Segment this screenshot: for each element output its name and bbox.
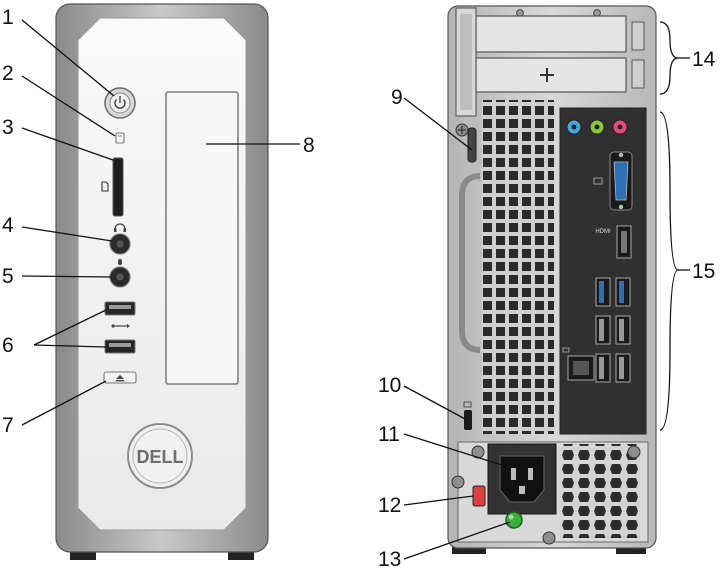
chassis-handle bbox=[459, 173, 481, 353]
power-supply-vent bbox=[560, 444, 640, 538]
headphone-icon bbox=[114, 223, 126, 232]
callout-12: 12 bbox=[378, 494, 401, 517]
callout-labels: 1 2 3 4 5 6 7 8 9 10 11 12 13 14 15 bbox=[2, 6, 716, 571]
callout-7: 7 bbox=[2, 414, 14, 437]
front-view: DELL bbox=[55, 3, 269, 560]
callout-9: 9 bbox=[391, 86, 403, 109]
security-cable-slot[interactable] bbox=[464, 410, 472, 430]
vga-icon bbox=[593, 177, 603, 185]
callout-braces bbox=[659, 21, 690, 431]
usb-icon bbox=[111, 324, 130, 328]
callout-13: 13 bbox=[378, 548, 401, 571]
hdmi-icon-label: HDMI bbox=[595, 229, 611, 235]
callout-14: 14 bbox=[692, 48, 716, 71]
callout-6: 6 bbox=[2, 334, 14, 357]
microphone-icon bbox=[118, 259, 122, 265]
network-icon bbox=[562, 347, 570, 353]
microphone-connector[interactable] bbox=[109, 266, 131, 288]
power-icon bbox=[114, 96, 126, 109]
callout-8: 8 bbox=[303, 134, 315, 157]
ventilation-slots bbox=[482, 100, 554, 434]
usb2-ports-upper[interactable] bbox=[595, 315, 631, 345]
security-slot-icon bbox=[463, 401, 472, 408]
headphone-connector[interactable] bbox=[109, 233, 131, 255]
callout-3: 3 bbox=[2, 116, 14, 139]
optical-drive-bay[interactable] bbox=[165, 91, 239, 385]
usb-port-top[interactable] bbox=[104, 301, 136, 316]
usb3-ports[interactable] bbox=[595, 277, 631, 307]
callout-15: 15 bbox=[692, 260, 715, 283]
microphone-rear-connector[interactable] bbox=[612, 119, 628, 135]
callout-10: 10 bbox=[378, 374, 401, 397]
line-out-connector[interactable] bbox=[589, 119, 605, 135]
callout-4: 4 bbox=[2, 214, 14, 237]
usb-port-bottom[interactable] bbox=[104, 339, 136, 354]
callout-1: 1 bbox=[2, 6, 14, 29]
back-io-panel: HDMI bbox=[559, 107, 647, 435]
dell-logo-text: DELL bbox=[137, 447, 184, 467]
hdmi-connector[interactable] bbox=[616, 225, 632, 259]
power-connector[interactable] bbox=[487, 443, 557, 515]
expansion-card-slots bbox=[475, 15, 645, 93]
callout-5: 5 bbox=[2, 265, 14, 288]
dell-logo: DELL bbox=[127, 423, 193, 489]
network-connector[interactable] bbox=[567, 355, 595, 381]
eject-icon bbox=[116, 375, 124, 382]
drive-activity-light bbox=[115, 132, 125, 144]
padlock-ring[interactable] bbox=[467, 127, 477, 163]
usb2-ports-lower[interactable] bbox=[595, 353, 631, 383]
back-view: HDMI bbox=[447, 5, 657, 554]
callout-leaders bbox=[21, 19, 511, 560]
psu-screws bbox=[451, 445, 641, 545]
line-in-connector[interactable] bbox=[566, 119, 582, 135]
power-supply-diagnostic-light bbox=[505, 511, 523, 529]
callout-2: 2 bbox=[2, 62, 14, 85]
callout-11: 11 bbox=[378, 423, 400, 446]
cover-release-latch[interactable] bbox=[455, 7, 477, 117]
card-reader-icon bbox=[101, 181, 109, 192]
voltage-selector-switch[interactable] bbox=[472, 485, 486, 507]
cover-screw[interactable] bbox=[455, 123, 469, 137]
vga-connector[interactable] bbox=[609, 151, 633, 211]
media-card-reader[interactable] bbox=[112, 157, 124, 217]
